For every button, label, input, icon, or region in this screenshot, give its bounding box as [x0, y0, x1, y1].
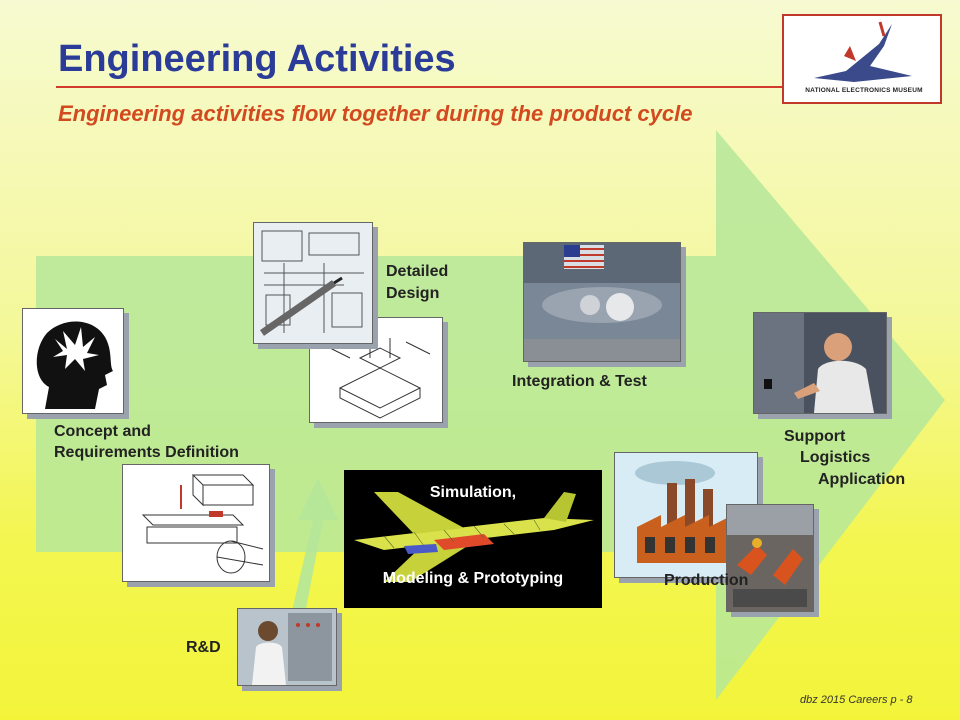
support-label-1: Support — [784, 428, 846, 445]
page-title: Engineering Activities — [58, 38, 456, 80]
integration-test-image — [523, 242, 681, 362]
title-divider — [56, 86, 782, 88]
main-flow-arrow — [36, 130, 945, 700]
footer-text: dbz 2015 Careers p - 8 — [800, 694, 913, 706]
integration-test-label: Integration & Test — [512, 373, 647, 390]
factory-icon — [635, 461, 733, 563]
blueprint-image — [253, 222, 373, 344]
simulation-label-2: Modeling & Prototyping — [382, 570, 564, 587]
concept-label-2: Requirements Definition — [54, 444, 239, 461]
concept-label-1: Concept and — [54, 423, 151, 440]
logo-text: NATIONAL ELECTRONICS MUSEUM — [805, 87, 923, 94]
rd-label: R&D — [186, 639, 221, 656]
robot-assembly-image — [726, 504, 814, 612]
detailed-design-label-1: Detailed — [386, 263, 449, 280]
aircraft-mesh-icon — [354, 492, 594, 582]
schematic-diagram-image — [122, 464, 270, 582]
rd-up-arrow — [265, 478, 338, 650]
simulation-image: Simulation, Modeling & Prototyping — [344, 470, 602, 608]
support-label-3: Application — [818, 471, 906, 488]
rd-image — [237, 608, 337, 686]
production-label: Production — [664, 572, 749, 589]
detailed-design-label-2: Design — [386, 285, 440, 302]
support-label-2: Logistics — [800, 449, 871, 466]
museum-logo: NATIONAL ELECTRONICS MUSEUM — [782, 14, 942, 104]
page-subtitle: Engineering activities flow together dur… — [58, 101, 693, 126]
head-brain-icon — [36, 321, 114, 409]
concept-image — [22, 308, 124, 414]
support-logistics-image — [753, 312, 887, 414]
simulation-label-1: Simulation, — [429, 484, 517, 501]
